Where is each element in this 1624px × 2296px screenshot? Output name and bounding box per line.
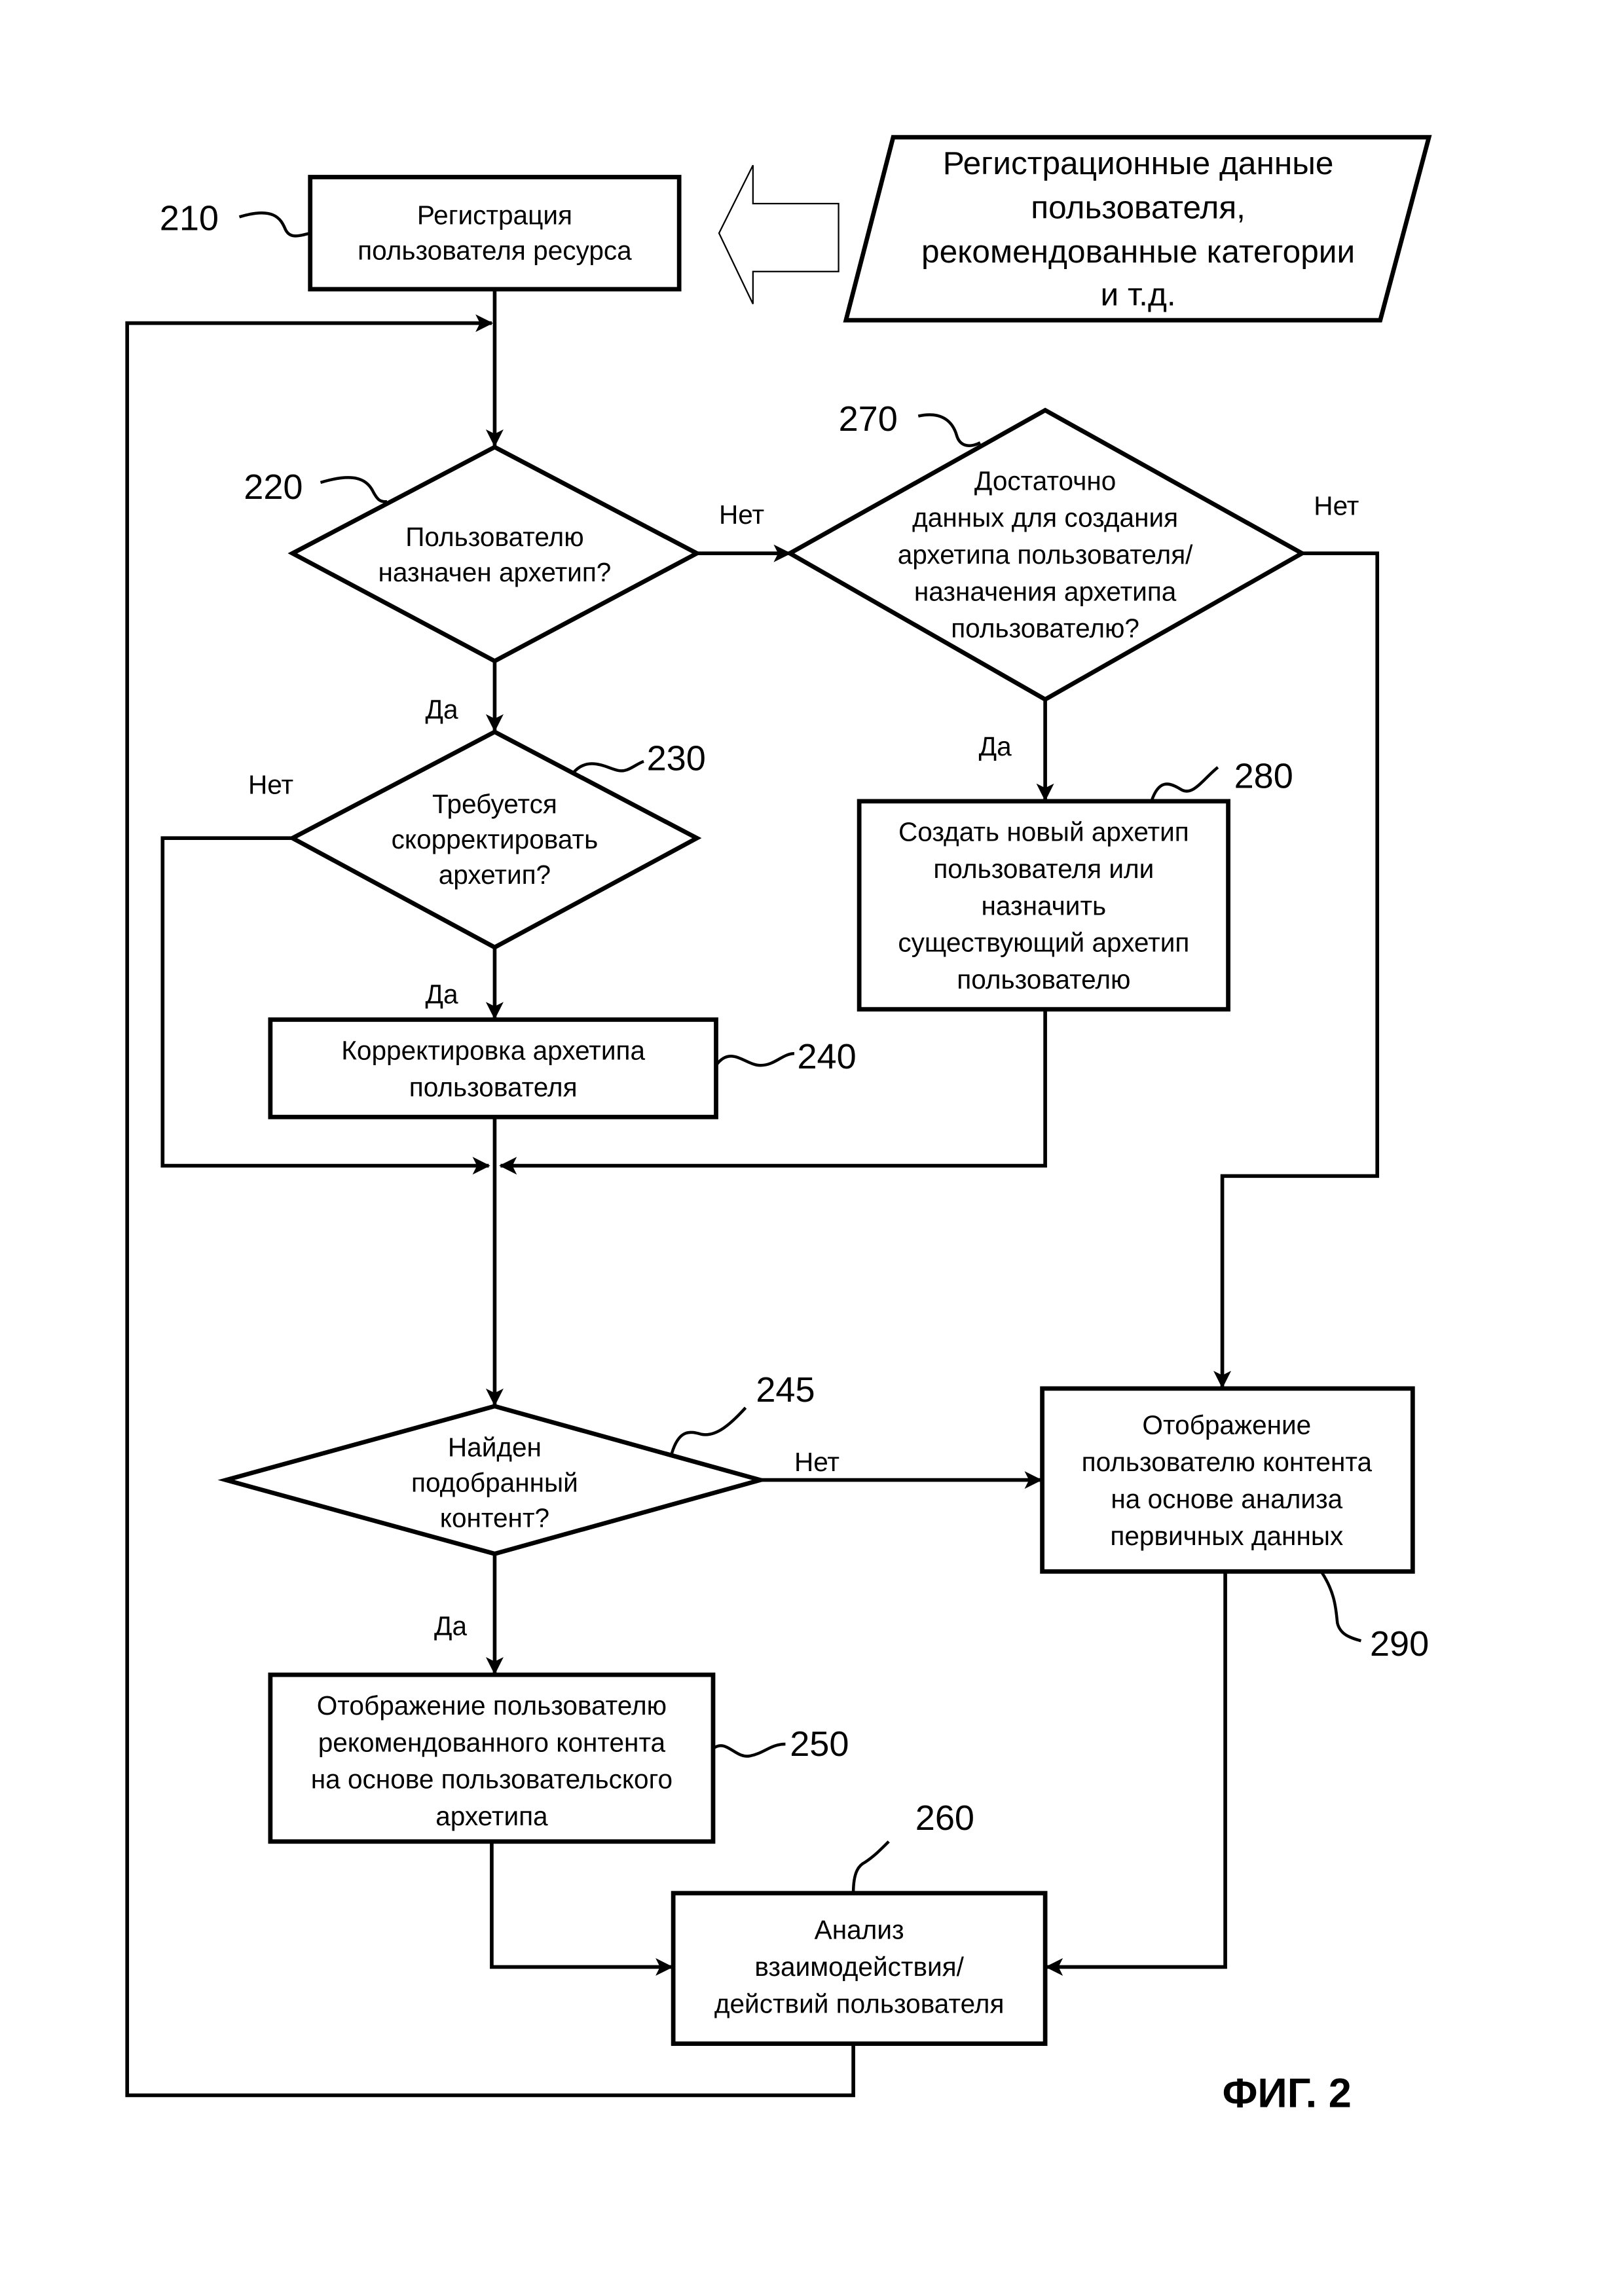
node-text: Отображение пользователю bbox=[317, 1690, 667, 1721]
node-text: пользователю? bbox=[951, 613, 1139, 644]
input-data-line: пользователя, bbox=[1031, 189, 1246, 226]
ref-230: 230 bbox=[647, 739, 706, 778]
node-text: назначения архетипа bbox=[914, 576, 1177, 606]
node-text: пользователя или bbox=[933, 854, 1154, 884]
node-text: архетипа пользователя/ bbox=[898, 539, 1193, 570]
edge-label-yes: Да bbox=[434, 1611, 467, 1641]
node-text: назначен архетип? bbox=[378, 557, 611, 587]
edge-250-260 bbox=[492, 1842, 672, 1967]
ref-290: 290 bbox=[1370, 1624, 1429, 1664]
edge-290-260 bbox=[1046, 1571, 1225, 1967]
node-text: скорректировать bbox=[392, 824, 599, 854]
node-text: первичных данных bbox=[1110, 1521, 1343, 1551]
node-280-create-archetype: Создать новый архетип пользователя или н… bbox=[859, 801, 1228, 1010]
figure-label: ФИГ. 2 bbox=[1223, 2071, 1352, 2117]
leader-240 bbox=[716, 1053, 794, 1065]
leader-245 bbox=[672, 1408, 746, 1453]
input-data-line: и т.д. bbox=[1101, 276, 1176, 313]
node-text: на основе анализа bbox=[1111, 1484, 1342, 1514]
node-text: пользователя bbox=[409, 1072, 578, 1102]
leader-280 bbox=[1151, 767, 1217, 801]
node-text: Требуется bbox=[432, 789, 557, 819]
input-data-line: Регистрационные данные bbox=[943, 145, 1334, 181]
edge-label-no: Нет bbox=[794, 1447, 840, 1477]
edge-label-yes: Да bbox=[979, 731, 1012, 761]
ref-260: 260 bbox=[915, 1798, 974, 1838]
node-text: контент? bbox=[440, 1503, 549, 1533]
node-text: рекомендованного контента bbox=[318, 1727, 666, 1757]
node-text: Корректировка архетипа bbox=[341, 1035, 645, 1065]
node-text: Регистрация bbox=[417, 200, 572, 230]
node-text: Создать новый архетип bbox=[898, 817, 1189, 847]
ref-270: 270 bbox=[839, 399, 898, 439]
edge-270-290 bbox=[1223, 553, 1378, 1387]
ref-280: 280 bbox=[1234, 757, 1293, 796]
edge-label-yes: Да bbox=[425, 695, 458, 725]
leader-220 bbox=[320, 477, 386, 501]
node-210-registration: Регистрация пользователя ресурса bbox=[310, 177, 679, 289]
node-text: архетип? bbox=[439, 860, 551, 890]
ref-210: 210 bbox=[160, 199, 219, 238]
leader-260 bbox=[853, 1842, 889, 1893]
leader-210 bbox=[240, 213, 310, 236]
edge-label-no: Нет bbox=[1314, 491, 1359, 521]
node-text: Анализ bbox=[815, 1915, 904, 1945]
node-text: существующий архетип bbox=[898, 928, 1189, 958]
node-240-correction: Корректировка архетипа пользователя bbox=[270, 1019, 716, 1117]
ref-245: 245 bbox=[756, 1370, 815, 1410]
node-270-decision: Достаточно данных для создания архетипа … bbox=[790, 410, 1302, 700]
node-text: данных для создания bbox=[912, 503, 1178, 533]
leader-290 bbox=[1321, 1571, 1361, 1641]
edge-label-yes: Да bbox=[425, 979, 458, 1010]
node-250-recommended-content: Отображение пользователю рекомендованног… bbox=[270, 1675, 713, 1842]
node-290-primary-content: Отображение пользователю контента на осн… bbox=[1043, 1389, 1413, 1571]
leader-250 bbox=[713, 1744, 785, 1756]
node-text: пользователю bbox=[957, 964, 1130, 994]
node-260-interaction-analysis: Анализ взаимодействия/ действий пользова… bbox=[673, 1893, 1045, 2044]
input-data-line: рекомендованные категории bbox=[921, 233, 1355, 270]
edge-label-no: Нет bbox=[719, 500, 764, 530]
node-text: взаимодействия/ bbox=[754, 1952, 964, 1982]
node-text: Отображение bbox=[1142, 1410, 1311, 1440]
node-text: Найден bbox=[448, 1432, 542, 1463]
ref-220: 220 bbox=[244, 467, 303, 507]
input-data-block: Регистрационные данные пользователя, рек… bbox=[846, 137, 1429, 320]
node-text: пользователя ресурса bbox=[358, 236, 632, 266]
node-text: пользователю контента bbox=[1082, 1447, 1373, 1477]
leader-270 bbox=[918, 415, 980, 446]
edge-label-no: Нет bbox=[248, 770, 293, 800]
ref-240: 240 bbox=[797, 1037, 856, 1076]
leader-230 bbox=[573, 761, 644, 773]
node-text: архетипа bbox=[435, 1801, 548, 1831]
input-hollow-arrow-icon bbox=[719, 165, 839, 304]
node-245-decision: Найден подобранный контент? bbox=[226, 1406, 760, 1554]
node-text: действий пользователя bbox=[714, 1988, 1005, 2018]
node-text: на основе пользовательского bbox=[311, 1764, 673, 1795]
ref-250: 250 bbox=[790, 1724, 849, 1764]
node-text: назначить bbox=[982, 890, 1107, 920]
node-text: подобранный bbox=[411, 1468, 578, 1498]
node-text: Достаточно bbox=[974, 465, 1116, 496]
node-text: Пользователю bbox=[405, 522, 583, 552]
